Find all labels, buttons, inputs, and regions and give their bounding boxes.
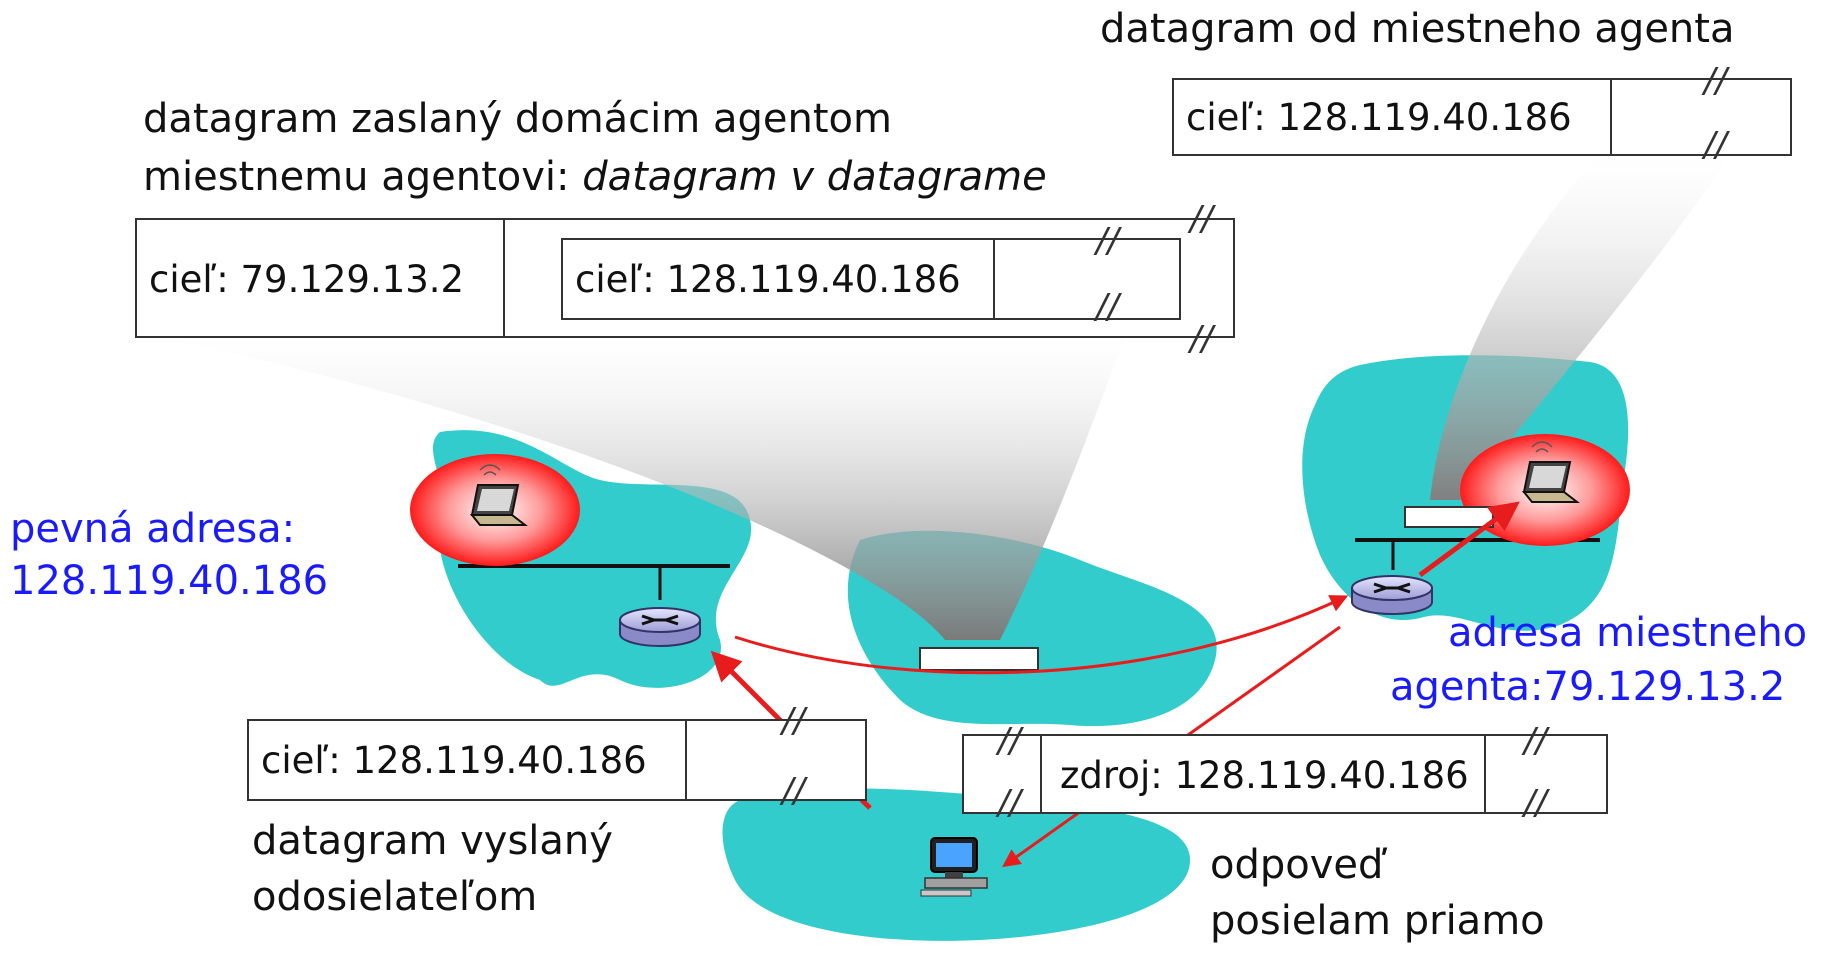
in-transit-packet-icon <box>919 647 1039 671</box>
break-mark-icon: // <box>1190 319 1213 359</box>
outer-datagram-box: cieľ: 79.129.13.2 cieľ: 128.119.40.186 <box>135 218 1235 338</box>
foreign-agent-beam <box>1430 155 1730 500</box>
encapsulated-caption-prefix: miestnemu agentovi: <box>143 154 583 200</box>
encapsulated-caption-line1: datagram zaslaný domácim agentom <box>143 96 892 142</box>
reply-datagram-left-divider <box>1040 736 1042 812</box>
break-mark-icon: // <box>782 701 805 741</box>
break-mark-icon: // <box>1704 61 1727 101</box>
datagram-in-datagram-text: datagram v datagrame <box>582 154 1047 200</box>
sender-datagram-divider <box>685 721 687 799</box>
tunnel-arrow <box>734 595 1349 675</box>
sender-datagram-dest: cieľ: 128.119.40.186 <box>261 739 647 782</box>
outer-datagram-dest: cieľ: 79.129.13.2 <box>149 258 465 301</box>
foreign-to-mobile-arrow <box>1418 501 1520 578</box>
sender-datagram-caption-line1: datagram vyslaný <box>252 818 613 864</box>
break-mark-icon: // <box>998 783 1021 823</box>
break-mark-icon: // <box>1096 287 1119 327</box>
permanent-address-line1: pevná adresa: <box>10 506 296 552</box>
encapsulated-caption-line2: miestnemu agentovi: datagram v datagrame <box>143 154 1047 200</box>
break-mark-icon: // <box>1524 783 1547 823</box>
foreign-agent-datagram-box: cieľ: 128.119.40.186 <box>1172 78 1792 156</box>
break-mark-icon: // <box>1096 221 1119 261</box>
permanent-address-line2: 128.119.40.186 <box>10 558 329 604</box>
break-mark-icon: // <box>1524 721 1547 761</box>
foreign-agent-datagram-caption: datagram od miestneho agenta <box>1100 6 1735 52</box>
reply-datagram-right-divider <box>1484 736 1486 812</box>
care-of-address-line1: adresa miestneho <box>1448 610 1808 656</box>
inner-datagram-divider <box>993 240 995 318</box>
foreign-agent-router-icon <box>1351 575 1433 615</box>
reply-caption-line1: odpoveď <box>1210 842 1384 888</box>
break-mark-icon: // <box>1704 125 1727 165</box>
inner-datagram-box: cieľ: 128.119.40.186 <box>561 238 1181 320</box>
break-mark-icon: // <box>998 721 1021 761</box>
reply-datagram-src: zdroj: 128.119.40.186 <box>1060 754 1469 797</box>
inner-datagram-dest: cieľ: 128.119.40.186 <box>575 258 961 301</box>
outer-datagram-divider <box>503 220 505 336</box>
sender-to-home-arrow <box>710 650 792 732</box>
reply-datagram-box: zdroj: 128.119.40.186 <box>962 734 1608 814</box>
break-mark-icon: // <box>782 771 805 811</box>
foreign-laptop-icon <box>1521 441 1580 503</box>
reply-caption-line2: posielam priamo <box>1210 898 1545 944</box>
care-of-address-line2: agenta:79.129.13.2 <box>1390 664 1786 710</box>
encapsulation-beam <box>150 335 1125 640</box>
sender-datagram-caption-line2: odosielateľom <box>252 874 538 920</box>
break-mark-icon: // <box>1190 199 1213 239</box>
foreign-agent-datagram-dest: cieľ: 128.119.40.186 <box>1186 96 1572 139</box>
foreign-agent-datagram-divider <box>1610 80 1612 154</box>
home-agent-router-icon <box>619 607 701 647</box>
desktop-computer-icon <box>920 837 988 897</box>
home-laptop-icon <box>469 464 528 526</box>
sender-datagram-box: cieľ: 128.119.40.186 <box>247 719 867 801</box>
foreign-agent-packet-icon <box>1404 506 1494 528</box>
